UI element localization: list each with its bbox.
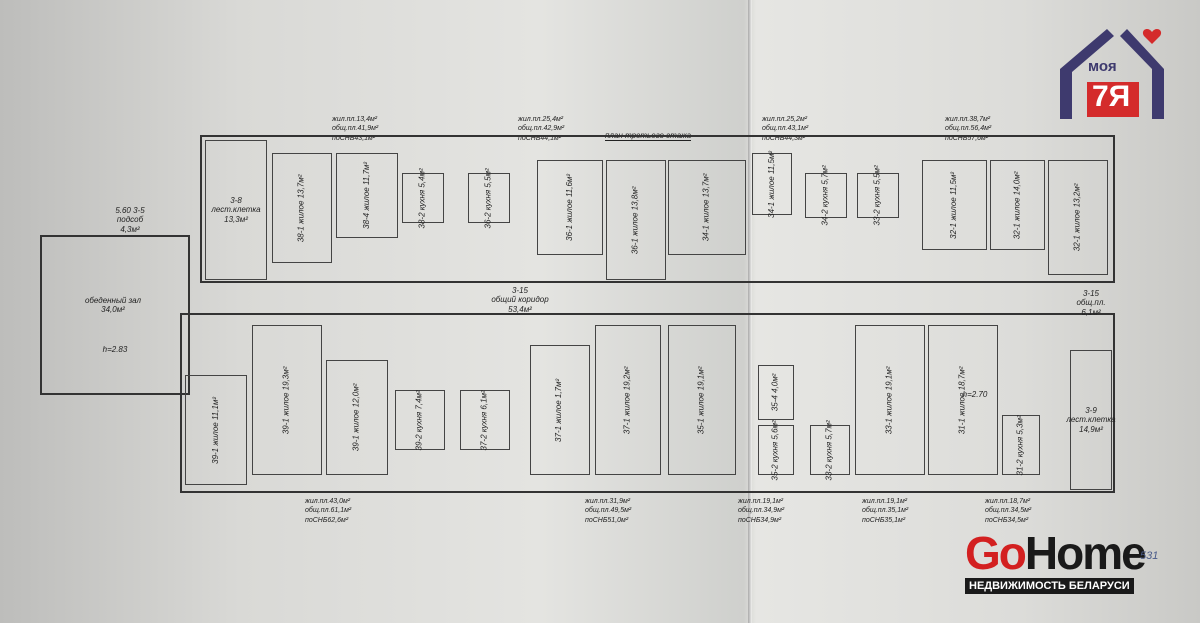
dining-wall: [40, 235, 190, 395]
stair-left: 3-8 лест.клетка 13,3м²: [205, 140, 267, 280]
room-31-1: 31-1 жилое 18,7м²: [928, 325, 998, 475]
south-wing-wall: [180, 313, 1115, 493]
floor-plan: 3-8 лест.клетка 13,3м² 5.60 3-5 подсоб 4…: [40, 135, 1116, 500]
room-34-1b: 34-1 жилое 11,5м²: [752, 151, 792, 217]
room-38-4: 38-4 жилое 11,7м²: [336, 153, 398, 238]
room-37-2: 37-2 кухня 6,1м²: [460, 390, 510, 450]
room-33-2: 33-2 кухня 5,7м²: [810, 420, 850, 480]
stair-right: 3-9 лест.клетка 14,9м²: [1066, 350, 1116, 490]
room-37-1a: 37-1 жилое 1,7м²: [530, 345, 590, 475]
room-31-2: 31-2 кухня 5,3м²: [1002, 415, 1040, 475]
room-39-2: 39-2 кухня 7,4м²: [395, 390, 445, 450]
room-37-1b: 37-1 жилое 19,2м²: [595, 325, 661, 475]
room-36-1a: 36-1 жилое 11,6м²: [537, 160, 603, 255]
room-36-1b: 36-1 жилое 13,8м²: [606, 160, 666, 280]
room-38-2: 38-2 кухня 5,4м²: [402, 168, 444, 228]
corridor-right: 3-15 общ.пл. 6,1м²: [1076, 289, 1106, 317]
handwritten-note: 531: [1140, 550, 1159, 562]
room-35-4: 35-4 4,0м²: [758, 365, 794, 420]
moya-semya-logo: [1060, 29, 1164, 119]
moya-logo-top-text: моя: [1088, 58, 1117, 75]
room-33-2: 33-2 кухня 5,5м²: [857, 165, 899, 226]
paper-fold: [748, 0, 752, 623]
room-32-1a: 32-1 жилое 11,5м²: [922, 160, 987, 250]
room-32-1c: 32-1 жилое 13,2м²: [1048, 160, 1108, 275]
room-39-1a: 39-1 жилое 11,1м²: [185, 375, 247, 485]
room-39-1c: 39-1 жилое 12,0м²: [326, 360, 388, 475]
gohome-logo: GoHome НЕДВИЖИМОСТЬ БЕЛАРУСИ: [965, 527, 1147, 594]
common-corridor: 3-15 общий коридор 53,4м²: [491, 286, 549, 314]
room-33-1: 33-1 жилое 19,1м²: [855, 325, 925, 475]
storage-room: 5.60 3-5 подсоб 4,3м²: [115, 206, 145, 234]
room-35-2: 35-2 кухня 5,6м²: [758, 420, 794, 480]
room-34-2: 34-2 кухня 5,7м²: [805, 165, 847, 226]
room-36-2: 36-2 кухня 5,5м²: [468, 168, 510, 228]
room-35-1: 35-1 жилое 19,1м²: [668, 325, 736, 475]
room-39-1b: 39-1 жилое 19,3м²: [252, 325, 322, 475]
height-left: h=2.83: [102, 345, 128, 355]
moya-logo-bottom-text: 7Я: [1092, 80, 1131, 113]
height-right: h=2.70: [962, 390, 988, 400]
room-38-1: 38-1 жилое 13,7м²: [272, 153, 332, 263]
room-34-1a: 34-1 жилое 13,7м²: [668, 160, 746, 255]
north-wing-wall: [200, 135, 1115, 283]
room-32-1b: 32-1 жилое 14,0м²: [990, 160, 1045, 250]
dining-hall: обеденный зал 34,0м²: [84, 295, 142, 314]
